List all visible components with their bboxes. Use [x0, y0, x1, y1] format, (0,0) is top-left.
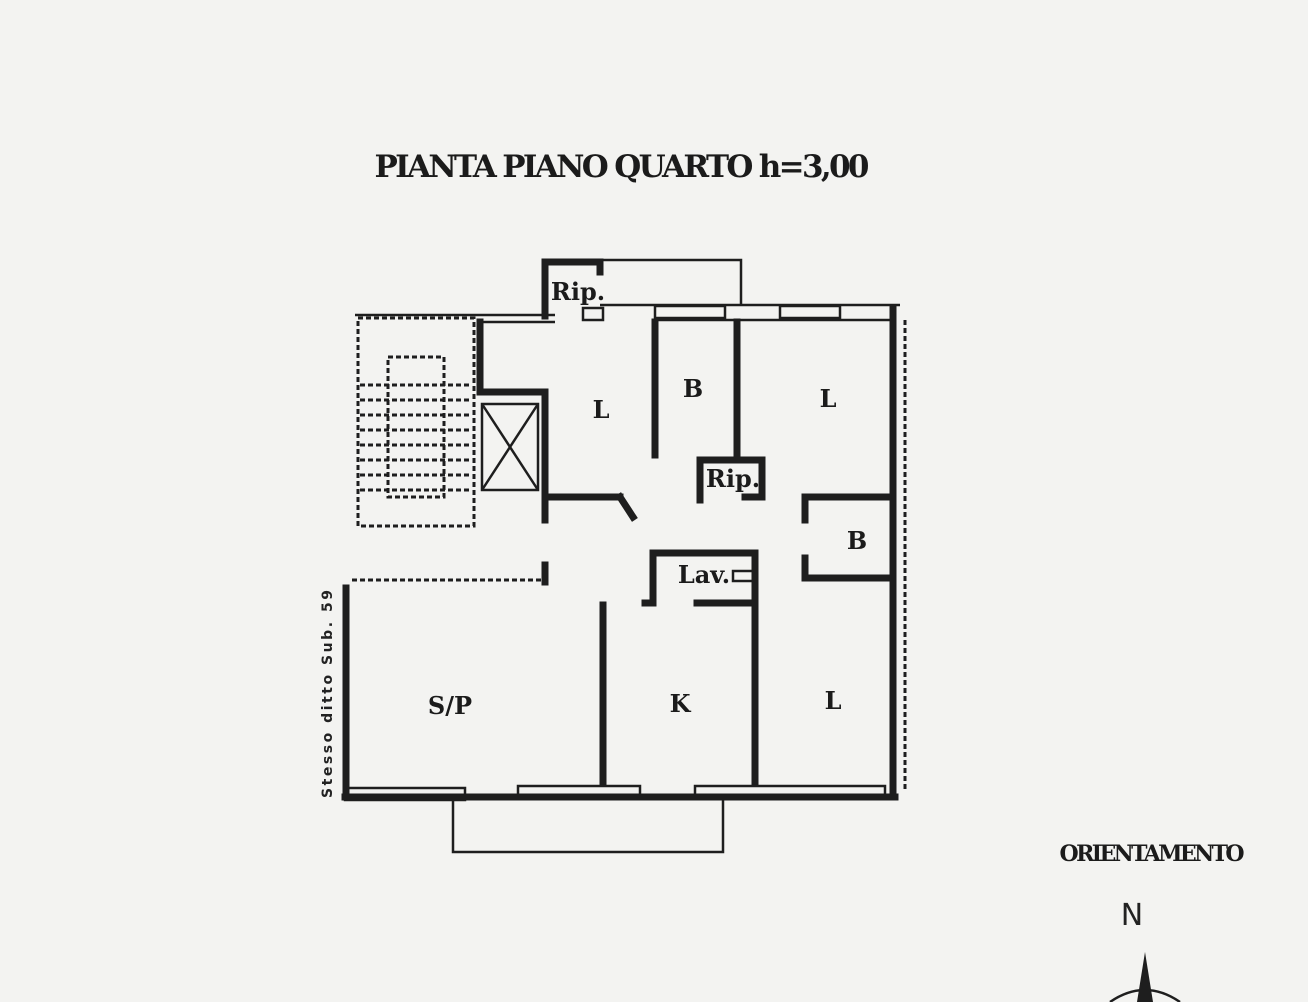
- room-label-lav: Lav.: [678, 560, 730, 589]
- floor-plan: [341, 258, 907, 854]
- window: [516, 784, 642, 800]
- rip-top-wall: [541, 258, 604, 320]
- elevator-cross: [480, 403, 540, 491]
- window: [778, 304, 842, 320]
- room-label-l: L: [593, 395, 610, 424]
- room-label-b: B: [847, 526, 867, 555]
- side-note: Stesso ditto Sub. 59: [320, 590, 336, 798]
- elevator-shaft: [480, 402, 540, 492]
- staircase: [356, 316, 476, 528]
- rip-center-wall: [696, 456, 766, 504]
- window: [731, 569, 755, 583]
- stair-steps: [360, 383, 472, 492]
- room-label-rip: Rip.: [706, 464, 760, 493]
- plan-title: PIANTA PIANO QUARTO h=3,00: [375, 149, 870, 185]
- top-balcony-outline: [600, 258, 743, 305]
- room-label-sp: S/P: [428, 691, 472, 720]
- orientation-label: ORIENTAMENTO: [1060, 841, 1245, 867]
- north-arrow-icon: [1137, 952, 1153, 1002]
- lav-wall: [641, 549, 759, 786]
- window: [693, 784, 887, 800]
- compass-circle: [1109, 988, 1181, 1002]
- door-swing: [615, 492, 638, 522]
- wall: [476, 318, 549, 524]
- north-label: N: [1121, 898, 1143, 933]
- room-labels: Rip. L B L Rip. B Lav. S/P K L: [428, 277, 867, 720]
- room-label-k: K: [670, 689, 692, 718]
- room-label-rip: Rip.: [551, 277, 605, 306]
- window: [653, 304, 727, 320]
- orientation-block: ORIENTAMENTO N: [1060, 841, 1245, 1002]
- wall: [801, 493, 894, 524]
- room-label-l: L: [820, 384, 837, 413]
- staircase-well: [386, 355, 446, 499]
- wall: [801, 554, 894, 582]
- room-label-b: B: [683, 374, 703, 403]
- window: [581, 306, 605, 322]
- room-label-l: L: [825, 686, 842, 715]
- bottom-balcony-outline: [451, 798, 725, 854]
